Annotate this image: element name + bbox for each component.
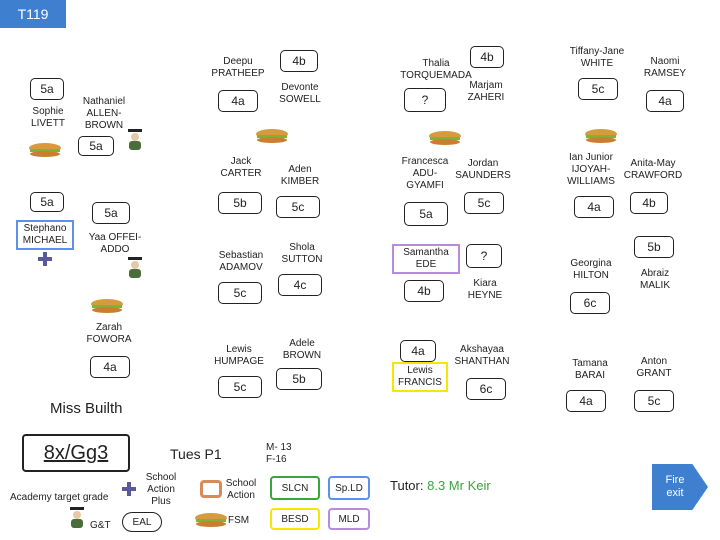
sandwich-icon	[585, 129, 617, 143]
student-name: Marjam ZAHERI	[467, 80, 505, 103]
grade-badge: 5a	[78, 136, 114, 156]
plus-icon	[38, 252, 52, 266]
student-name: Francesca ADU- GYAMFI	[401, 156, 449, 191]
student-name: Anita-May CRAWFORD	[623, 158, 683, 181]
student-name: Stephano MICHAEL	[16, 220, 74, 250]
legend-spld: Sp.LD	[328, 476, 370, 500]
sandwich-icon	[29, 143, 61, 157]
grade-badge: 5a	[92, 202, 130, 224]
student-name: Lewis FRANCIS	[392, 362, 448, 392]
legend-school-action-swatch	[200, 480, 222, 498]
student-name: Nathaniel ALLEN- BROWN	[82, 96, 126, 131]
student-name: Adele BROWN	[282, 338, 322, 361]
student-name: Lewis HUMPAGE	[214, 344, 264, 367]
student-name: Yaa OFFEI- ADDO	[88, 232, 142, 255]
grade-badge: 5b	[634, 236, 674, 258]
grade-badge: ?	[404, 88, 446, 112]
fire-exit-sign: Fire exit	[652, 464, 708, 510]
student-name: Ian Junior IJOYAH- WILLIAMS	[567, 152, 615, 187]
title-tab: T119	[0, 0, 66, 28]
grade-badge: 4a	[574, 196, 614, 218]
lesson-label: Tues P1	[170, 446, 222, 462]
gender-stats: M- 13 F-16	[266, 442, 292, 465]
grade-badge: 4a	[566, 390, 606, 412]
tutor-label: Tutor:	[390, 478, 424, 493]
student-name: Anton GRANT	[636, 356, 672, 379]
grade-badge: ?	[466, 244, 502, 268]
grade-badge: 5c	[218, 376, 262, 398]
sandwich-icon	[91, 299, 123, 313]
student-name: Devonte SOWELL	[279, 82, 321, 105]
grade-badge: 5a	[30, 192, 64, 212]
grade-badge: 4b	[470, 46, 504, 68]
student-name: Jordan SAUNDERS	[455, 158, 511, 181]
grade-badge: 4a	[646, 90, 684, 112]
student-name: Abraiz MALIK	[639, 268, 670, 291]
legend-mld: MLD	[328, 508, 370, 530]
grade-badge: 6c	[570, 292, 610, 314]
grade-badge: 5a	[30, 78, 64, 100]
grade-badge: 4a	[400, 340, 436, 362]
teacher-name: Miss Builth	[50, 400, 123, 417]
grade-badge: 4a	[90, 356, 130, 378]
student-name: Thalia TORQUEMADA	[400, 58, 472, 81]
graduate-icon	[128, 257, 142, 278]
sandwich-icon	[195, 513, 227, 527]
grade-badge: 5c	[634, 390, 674, 412]
legend-school-action-plus: School Action Plus	[145, 472, 177, 507]
student-name: Sophie LIVETT	[31, 106, 65, 129]
grade-badge: 4b	[630, 192, 668, 214]
student-name: Akshayaa SHANTHAN	[454, 344, 510, 367]
student-name: Shola SUTTON	[281, 242, 323, 265]
sandwich-icon	[256, 129, 288, 143]
grade-badge: 5b	[218, 192, 262, 214]
student-name: Samantha EDE	[392, 244, 460, 274]
graduate-icon	[70, 507, 84, 528]
student-name: Tiffany-Jane WHITE	[569, 46, 625, 69]
grade-badge: 5c	[218, 282, 262, 304]
student-name: Naomi RAMSEY	[643, 56, 687, 79]
student-name: Aden KIMBER	[280, 164, 320, 187]
grade-badge: 4b	[404, 280, 444, 302]
legend-besd: BESD	[270, 508, 320, 530]
student-name: Tamana BARAI	[572, 358, 608, 381]
student-name: Zarah FOWORA	[86, 322, 132, 345]
grade-badge: 5c	[578, 78, 618, 100]
grade-badge: 5b	[276, 368, 322, 390]
student-name: Jack CARTER	[220, 156, 262, 179]
student-name: Georgina HILTON	[570, 258, 612, 281]
tutor-info: Tutor: 8.3 Mr Keir	[390, 478, 491, 493]
student-name: Deepu PRATHEEP	[211, 56, 265, 79]
legend-slcn: SLCN	[270, 476, 320, 500]
legend-eal: EAL	[122, 512, 162, 532]
grade-badge: 4c	[278, 274, 322, 296]
graduate-icon	[128, 129, 142, 150]
tutor-value: 8.3 Mr Keir	[427, 478, 491, 493]
plus-icon	[122, 482, 136, 496]
legend-fsm: FSM	[228, 515, 250, 526]
student-name: Kiara HEYNE	[467, 278, 503, 301]
grade-badge: 5c	[276, 196, 320, 218]
sandwich-icon	[429, 131, 461, 145]
grade-badge: 5c	[464, 192, 504, 214]
grade-badge: 6c	[466, 378, 506, 400]
legend-school-action: School Action	[225, 478, 257, 501]
grade-badge: 4b	[280, 50, 318, 72]
legend-gt: G&T	[90, 520, 111, 531]
grade-badge: 5a	[404, 202, 448, 226]
student-name: Sebastian ADAMOV	[218, 250, 264, 273]
legend-academy-target: Academy target grade	[10, 492, 109, 503]
class-code: 8x/Gg3	[22, 434, 130, 472]
grade-badge: 4a	[218, 90, 258, 112]
